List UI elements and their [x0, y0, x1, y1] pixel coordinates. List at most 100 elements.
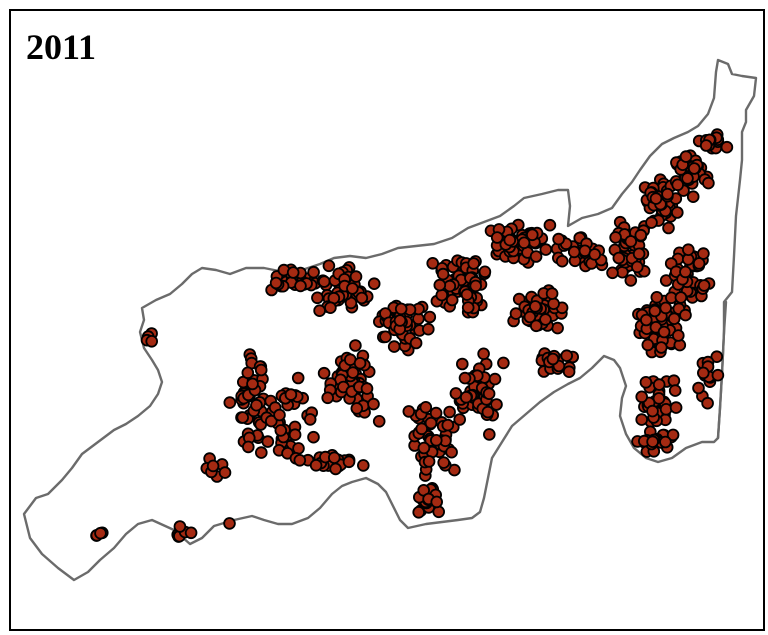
- location-point: [449, 387, 463, 400]
- location-point: [429, 433, 443, 447]
- location-point: [394, 302, 408, 316]
- location-point: [624, 235, 638, 248]
- location-point: [223, 396, 237, 409]
- location-point: [469, 279, 483, 293]
- location-point: [453, 413, 467, 426]
- location-point: [313, 304, 326, 318]
- location-point: [241, 366, 255, 380]
- location-point: [346, 366, 360, 379]
- location-point: [503, 233, 517, 247]
- location-point: [254, 363, 268, 377]
- location-point: [659, 435, 672, 449]
- location-point: [567, 245, 581, 259]
- location-point: [441, 418, 455, 432]
- location-point: [674, 291, 688, 304]
- location-point: [379, 330, 392, 344]
- location-point: [546, 352, 560, 366]
- location-point: [697, 279, 711, 292]
- map-year-title: 2011: [26, 27, 97, 67]
- location-point: [303, 413, 317, 426]
- location-point: [307, 430, 320, 444]
- location-point: [671, 178, 684, 192]
- location-point: [525, 228, 539, 242]
- location-point: [606, 266, 619, 280]
- location-point: [509, 307, 523, 320]
- location-point: [443, 405, 456, 419]
- location-point: [661, 187, 674, 201]
- location-point: [634, 228, 648, 242]
- region-boundary: [22, 58, 758, 582]
- location-point: [687, 162, 701, 175]
- location-point: [261, 435, 275, 448]
- location-point: [436, 267, 450, 281]
- location-point: [670, 206, 684, 219]
- location-point: [539, 313, 552, 326]
- location-point: [173, 520, 187, 533]
- location-point: [432, 505, 446, 519]
- location-point: [393, 314, 407, 327]
- location-point: [482, 428, 496, 441]
- location-point: [429, 406, 443, 420]
- location-point: [624, 274, 638, 287]
- location-point: [426, 256, 440, 270]
- location-point: [654, 341, 668, 354]
- location-point: [641, 338, 655, 352]
- location-point: [317, 275, 331, 288]
- location-point: [668, 384, 682, 397]
- location-point: [639, 375, 653, 389]
- location-point: [322, 259, 336, 273]
- location-point: [317, 366, 331, 380]
- location-point: [671, 329, 685, 342]
- location-point: [523, 310, 537, 324]
- location-point: [291, 371, 305, 385]
- location-point: [264, 414, 278, 428]
- location-point: [482, 387, 496, 401]
- location-point: [367, 397, 380, 411]
- location-point: [547, 297, 560, 311]
- location-point: [692, 257, 706, 270]
- location-point: [490, 231, 504, 244]
- location-point: [324, 301, 337, 315]
- location-point: [652, 378, 666, 391]
- location-point: [367, 277, 381, 291]
- location-point: [286, 266, 300, 279]
- location-point: [329, 462, 342, 476]
- location-point: [659, 301, 672, 315]
- location-point: [346, 282, 359, 295]
- location-point: [254, 446, 268, 459]
- location-point: [702, 176, 715, 190]
- location-point: [288, 428, 302, 442]
- location-point: [529, 250, 543, 263]
- location-point: [387, 340, 401, 353]
- location-point: [490, 398, 503, 411]
- location-point: [528, 300, 542, 313]
- map-frame: 2011: [9, 9, 765, 631]
- location-point: [711, 368, 725, 382]
- location-point: [424, 416, 438, 430]
- location-point: [686, 190, 700, 204]
- location-point: [327, 451, 341, 465]
- location-point: [349, 339, 362, 352]
- location-point: [639, 313, 653, 327]
- location-point: [437, 456, 451, 469]
- location-point: [646, 404, 659, 418]
- location-point: [455, 357, 469, 371]
- location-point: [309, 458, 323, 472]
- map-canvas: [22, 58, 758, 582]
- location-point: [488, 372, 502, 386]
- location-point: [417, 441, 431, 455]
- location-point: [372, 414, 386, 428]
- location-point: [206, 459, 220, 473]
- location-point: [696, 366, 710, 380]
- location-point: [419, 400, 433, 414]
- location-point: [692, 381, 705, 395]
- location-point: [242, 440, 255, 454]
- location-point: [284, 388, 298, 401]
- location-point: [445, 293, 459, 307]
- location-point: [635, 390, 648, 404]
- location-point: [435, 288, 449, 302]
- location-point: [669, 401, 683, 414]
- location-point: [184, 526, 198, 540]
- points-layer: [90, 128, 734, 543]
- location-point: [645, 216, 658, 229]
